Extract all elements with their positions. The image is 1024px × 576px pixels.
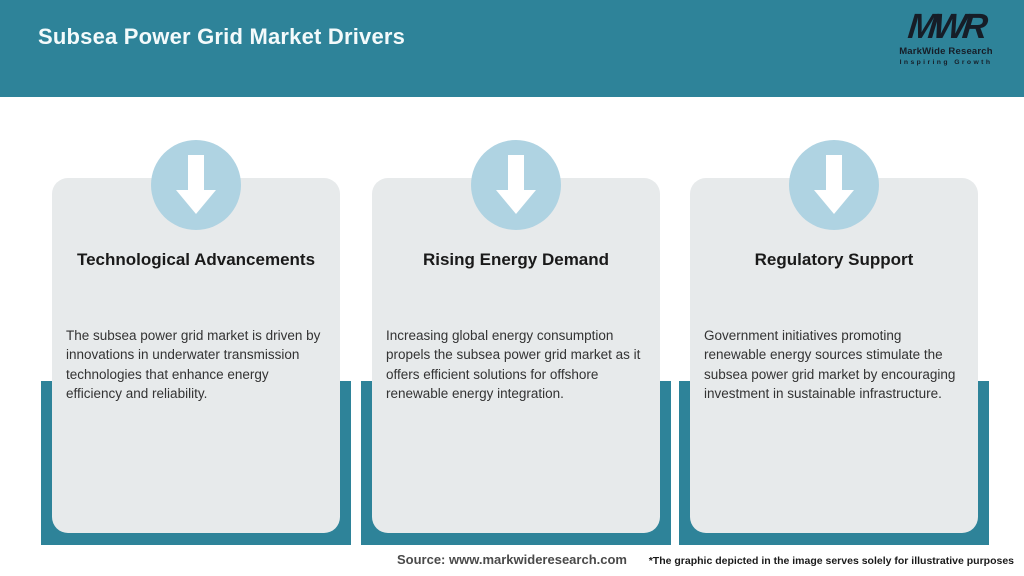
card-description: Increasing global energy consumption pro… (386, 328, 641, 401)
down-arrow-icon (151, 140, 241, 230)
card-description: The subsea power grid market is driven b… (66, 328, 321, 401)
logo-name: MarkWide Research (899, 46, 993, 57)
driver-card-regulatory-support: Regulatory Support Government initiative… (679, 0, 989, 576)
card-description: Government initiatives promoting renewab… (704, 328, 956, 401)
down-arrow-icon (789, 140, 879, 230)
card-title: Regulatory Support (754, 250, 914, 269)
header-bar: Subsea Power Grid Market Drivers MWR Mar… (0, 0, 1024, 97)
driver-card-rising-energy-demand: Rising Energy Demand Increasing global e… (361, 0, 671, 576)
markwide-research-logo: MWR MarkWide Research Inspiring Growth (884, 7, 1008, 66)
card-body: Regulatory Support Government initiative… (690, 178, 978, 533)
logo-tagline: Inspiring Growth (899, 58, 993, 66)
page-title: Subsea Power Grid Market Drivers (38, 24, 406, 49)
card-title: Technological Advancements (76, 250, 316, 269)
down-arrow-icon (471, 140, 561, 230)
card-title: Rising Energy Demand (422, 250, 610, 269)
card-body: Rising Energy Demand Increasing global e… (372, 178, 660, 533)
disclaimer-text: *The graphic depicted in the image serve… (648, 555, 1014, 567)
source-text: Source: www.markwideresearch.com (396, 552, 627, 567)
card-body: Technological Advancements The subsea po… (52, 178, 340, 533)
driver-card-technological-advancements: Technological Advancements The subsea po… (41, 0, 351, 576)
